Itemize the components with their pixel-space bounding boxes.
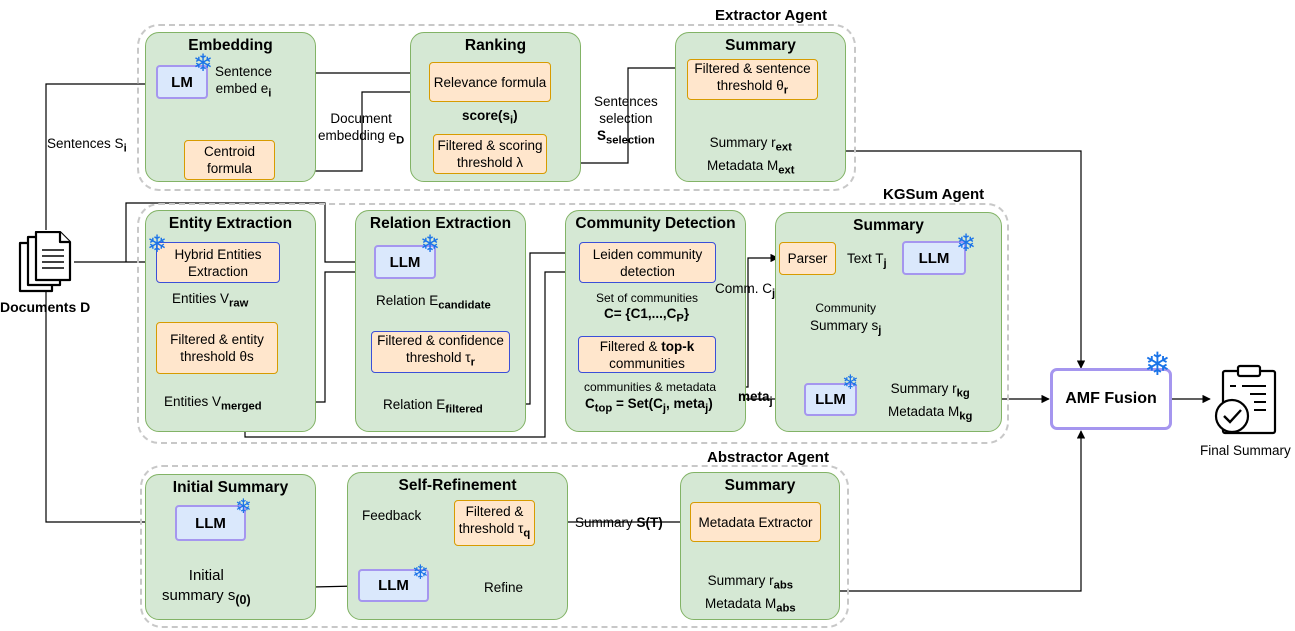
feedback-label: Feedback (362, 508, 422, 523)
filtered-q-box: Filtered & threshold τq (454, 500, 535, 546)
initial-summary-panel: Initial Summary (145, 474, 316, 620)
snowflake-icon: ❄ (235, 496, 252, 518)
abstractor-agent-title: Abstractor Agent (707, 449, 829, 466)
snowflake-icon: ❄ (1144, 346, 1171, 382)
lm-box: LM (156, 65, 208, 99)
sentence-embed-label: Sentence embed ei (215, 64, 273, 100)
parser-box: Parser (779, 242, 836, 275)
snowflake-icon: ❄ (420, 231, 441, 258)
extractor-output-label: Summary rext Metadata Mext (707, 135, 795, 177)
abstractor-output-label: Summary rabs Metadata Mabs (705, 573, 796, 615)
entities-raw-label: Entities Vraw (172, 291, 249, 310)
document-embedding-label: Document embedding eD (318, 111, 405, 147)
set-of-communities-label: Set of communities (596, 291, 699, 305)
extractor-summary-panel: Summary (675, 32, 846, 182)
community-summary-label: Community Summary sj (810, 301, 882, 337)
snowflake-icon: ❄ (842, 372, 859, 394)
initial-llm-box: LLM (175, 505, 246, 541)
snowflake-icon: ❄ (147, 231, 168, 258)
relation-extraction-title: Relation Extraction (369, 215, 512, 232)
extractor-summary-title: Summary (725, 37, 796, 54)
snowflake-icon: ❄ (412, 562, 429, 584)
hybrid-entities-box: Hybrid Entities Extraction (156, 242, 280, 283)
kgsum-summary-title: Summary (853, 217, 924, 234)
ctop-label: Ctop = Set(Cj, metaj) (585, 396, 713, 415)
kg-final-llm-box: LLM (804, 383, 857, 416)
documents-label: Documents D (0, 299, 91, 315)
initial-summary-title: Initial Summary (172, 479, 289, 496)
relation-llm-box: LLM (374, 245, 436, 279)
arrow-centroid-to-relevance (276, 87, 429, 172)
relation-candidate-label: Relation Ecandidate (376, 293, 491, 312)
meta-j-label: metaj (738, 389, 773, 408)
abstractor-summary-title: Summary (724, 477, 796, 494)
snowflake-icon: ❄ (956, 230, 977, 257)
amf-fusion-box: AMF Fusion (1050, 368, 1172, 430)
self-refinement-title: Self-Refinement (398, 477, 517, 494)
entities-merged-label: Entities Vmerged (164, 394, 262, 413)
kgsum-agent-group (137, 203, 1009, 444)
text-t-label: Text Tj (847, 251, 887, 270)
extractor-agent-title: Extractor Agent (715, 7, 827, 24)
community-detection-title: Community Detection (575, 215, 736, 232)
kg-summary-llm-box: LLM (902, 241, 966, 275)
arrow-docs-to-lm (45, 79, 157, 230)
embedding-title: Embedding (188, 37, 273, 54)
score-label: score(si) (462, 108, 518, 127)
metadata-extractor-box: Metadata Extractor (690, 502, 821, 542)
arrow-docs-to-initial-llm (45, 288, 175, 527)
kgsum-agent-title: KGSum Agent (883, 186, 985, 203)
extractor-agent-group (137, 24, 856, 191)
community-set-label: C= {C1,...,CP} (604, 306, 690, 325)
summary-st-label: Summary S(T) (575, 515, 663, 530)
comm-c-label: Comm. Cj (715, 281, 776, 300)
communities-metadata-label: communities & metadata (584, 380, 717, 394)
entity-extraction-title: Entity Extraction (168, 215, 293, 232)
relevance-formula-box: Relevance formula (429, 62, 551, 102)
documents-icon (18, 231, 72, 293)
final-summary-label: Final Summary (1200, 443, 1291, 458)
refine-llm-box: LLM (358, 569, 429, 602)
relation-filtered-label: Relation Efiltered (383, 397, 483, 416)
abstractor-agent-group (140, 465, 849, 628)
centroid-formula-box: Centroid formula (184, 140, 275, 180)
initial-summary-label: Initial summary s(0) (162, 567, 251, 607)
snowflake-icon: ❄ (193, 50, 214, 77)
arrow-abstractor-to-amf (804, 430, 1086, 592)
filtered-confidence-box: Filtered & confidence threshold τr (371, 331, 510, 373)
filtered-sentence-box: Filtered & sentence threshold θr (687, 59, 818, 100)
refine-label: Refine (484, 580, 524, 595)
filtered-topk-box: Filtered & top-k communities (578, 336, 716, 373)
clipboard-check-icon (1214, 364, 1277, 435)
arrow-extractor-to-amf (826, 150, 1086, 369)
arrow-filter-to-summary (547, 63, 687, 164)
leiden-box: Leiden community detection (579, 242, 716, 283)
ranking-title: Ranking (464, 37, 527, 54)
sentences-label: Sentences Si (47, 136, 127, 155)
abstractor-summary-panel: Summary (680, 472, 840, 620)
kgsum-output-label: Summary rkg Metadata Mkg (888, 381, 973, 423)
